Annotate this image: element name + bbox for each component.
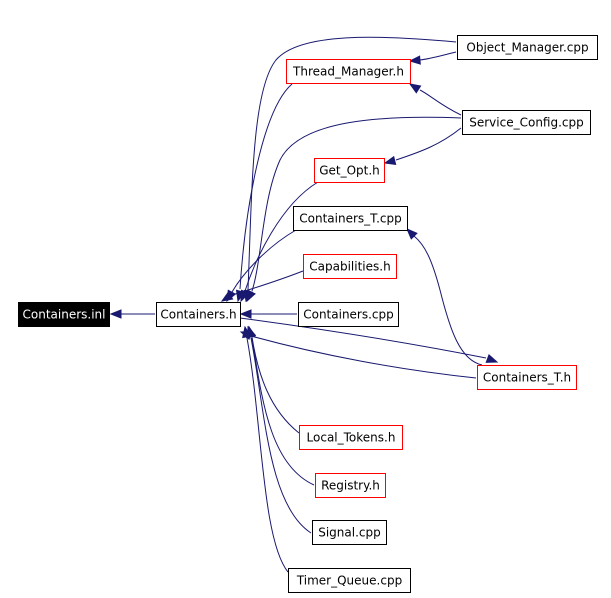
edge-line [239, 317, 487, 359]
node-label: Containers_T.h [483, 371, 571, 385]
node-containers-t-cpp[interactable]: Containers_T.cpp [293, 206, 408, 231]
node-box [298, 302, 399, 327]
node-box [299, 425, 403, 450]
edges-layer [109, 36, 499, 573]
edge-object-manager-cpp-to-thread-manager-h [408, 51, 457, 65]
node-local-tokens-h[interactable]: Local_Tokens.h [299, 425, 403, 450]
node-containers-h[interactable]: Containers.h [156, 302, 241, 327]
edge-arrowhead [220, 291, 234, 302]
edge-thread-manager-h-to-containers-h [235, 83, 293, 303]
node-label: Local_Tokens.h [307, 431, 396, 445]
node-containers-t-h[interactable]: Containers_T.h [477, 365, 577, 390]
edge-service-config-cpp-to-get-opt-h [383, 127, 462, 166]
edge-containers-t-h-to-containers-h [239, 331, 477, 379]
edge-line [231, 270, 304, 296]
node-timer-queue-cpp[interactable]: Timer_Queue.cpp [288, 568, 411, 593]
node-label: Object_Manager.cpp [466, 41, 588, 55]
node-containers-cpp[interactable]: Containers.cpp [298, 302, 399, 327]
node-box [303, 254, 397, 279]
edge-line [251, 116, 462, 292]
node-box [156, 302, 241, 327]
node-box [18, 302, 110, 327]
edge-arrowhead [240, 289, 250, 303]
edge-line [413, 235, 483, 366]
node-box [315, 473, 386, 498]
edge-containers-cpp-to-containers-h [239, 309, 297, 319]
edge-line [250, 337, 312, 534]
node-get-opt-h[interactable]: Get_Opt.h [314, 158, 385, 183]
node-label: Timer_Queue.cpp [296, 574, 402, 588]
edge-line [419, 89, 462, 116]
node-label: Signal.cpp [318, 526, 381, 540]
node-box [314, 158, 385, 183]
edge-containers-t-h-to-containers-t-cpp [406, 228, 483, 366]
edge-local-tokens-h-to-containers-h [247, 325, 300, 434]
node-box [312, 520, 387, 545]
edge-timer-queue-cpp-to-containers-h [242, 325, 289, 573]
edge-line [244, 181, 319, 292]
node-label: Registry.h [321, 479, 380, 493]
edge-arrowhead [408, 55, 421, 65]
node-label: Service_Config.cpp [469, 116, 584, 130]
node-thread-manager-h[interactable]: Thread_Manager.h [286, 59, 411, 84]
node-label: Capabilities.h [309, 260, 390, 274]
edge-arrowhead [109, 309, 122, 319]
edge-line [395, 127, 462, 161]
node-label: Containers.cpp [303, 308, 394, 322]
edge-service-config-cpp-to-containers-h [246, 116, 462, 303]
node-box [457, 35, 598, 60]
edge-line [419, 51, 457, 61]
node-label: Containers.h [160, 308, 236, 322]
node-service-config-cpp[interactable]: Service_Config.cpp [462, 110, 591, 135]
edge-get-opt-h-to-containers-h [240, 181, 319, 303]
edge-line [250, 335, 477, 379]
node-box [286, 59, 411, 84]
edge-line [231, 229, 297, 293]
node-label: Containers.inl [23, 308, 106, 322]
node-box [288, 568, 411, 593]
nodes-layer: Containers.inl Containers.h Object_Manager… [18, 35, 598, 593]
edge-arrowhead [406, 228, 418, 240]
node-object-manager-cpp[interactable]: Object_Manager.cpp [457, 35, 598, 60]
edge-arrowhead [485, 353, 499, 363]
edge-arrowhead [242, 325, 252, 339]
node-registry-h[interactable]: Registry.h [315, 473, 386, 498]
edge-line [239, 83, 293, 290]
edge-arrowhead [408, 83, 422, 94]
edge-arrowhead [246, 289, 256, 303]
node-box [293, 206, 408, 231]
edge-line [246, 337, 289, 573]
node-label: Get_Opt.h [319, 164, 380, 178]
node-capabilities-h[interactable]: Capabilities.h [303, 254, 397, 279]
node-signal-cpp[interactable]: Signal.cpp [312, 520, 387, 545]
edge-line [251, 337, 315, 486]
edge-containers-h-to-containers-inl [109, 309, 155, 319]
edge-arrowhead [383, 155, 397, 166]
node-box [477, 365, 577, 390]
edge-service-config-cpp-to-thread-manager-h [408, 83, 462, 116]
edge-arrowhead [239, 309, 252, 319]
node-containers-inl: Containers.inl [18, 302, 110, 327]
node-label: Thread_Manager.h [292, 65, 404, 79]
edge-capabilities-h-to-containers-h [220, 270, 304, 302]
node-label: Containers_T.cpp [299, 212, 401, 226]
edge-line [247, 36, 457, 291]
edge-containers-h-to-containers-t-h [239, 317, 499, 363]
node-box [462, 110, 591, 135]
edge-registry-h-to-containers-h [246, 325, 315, 486]
